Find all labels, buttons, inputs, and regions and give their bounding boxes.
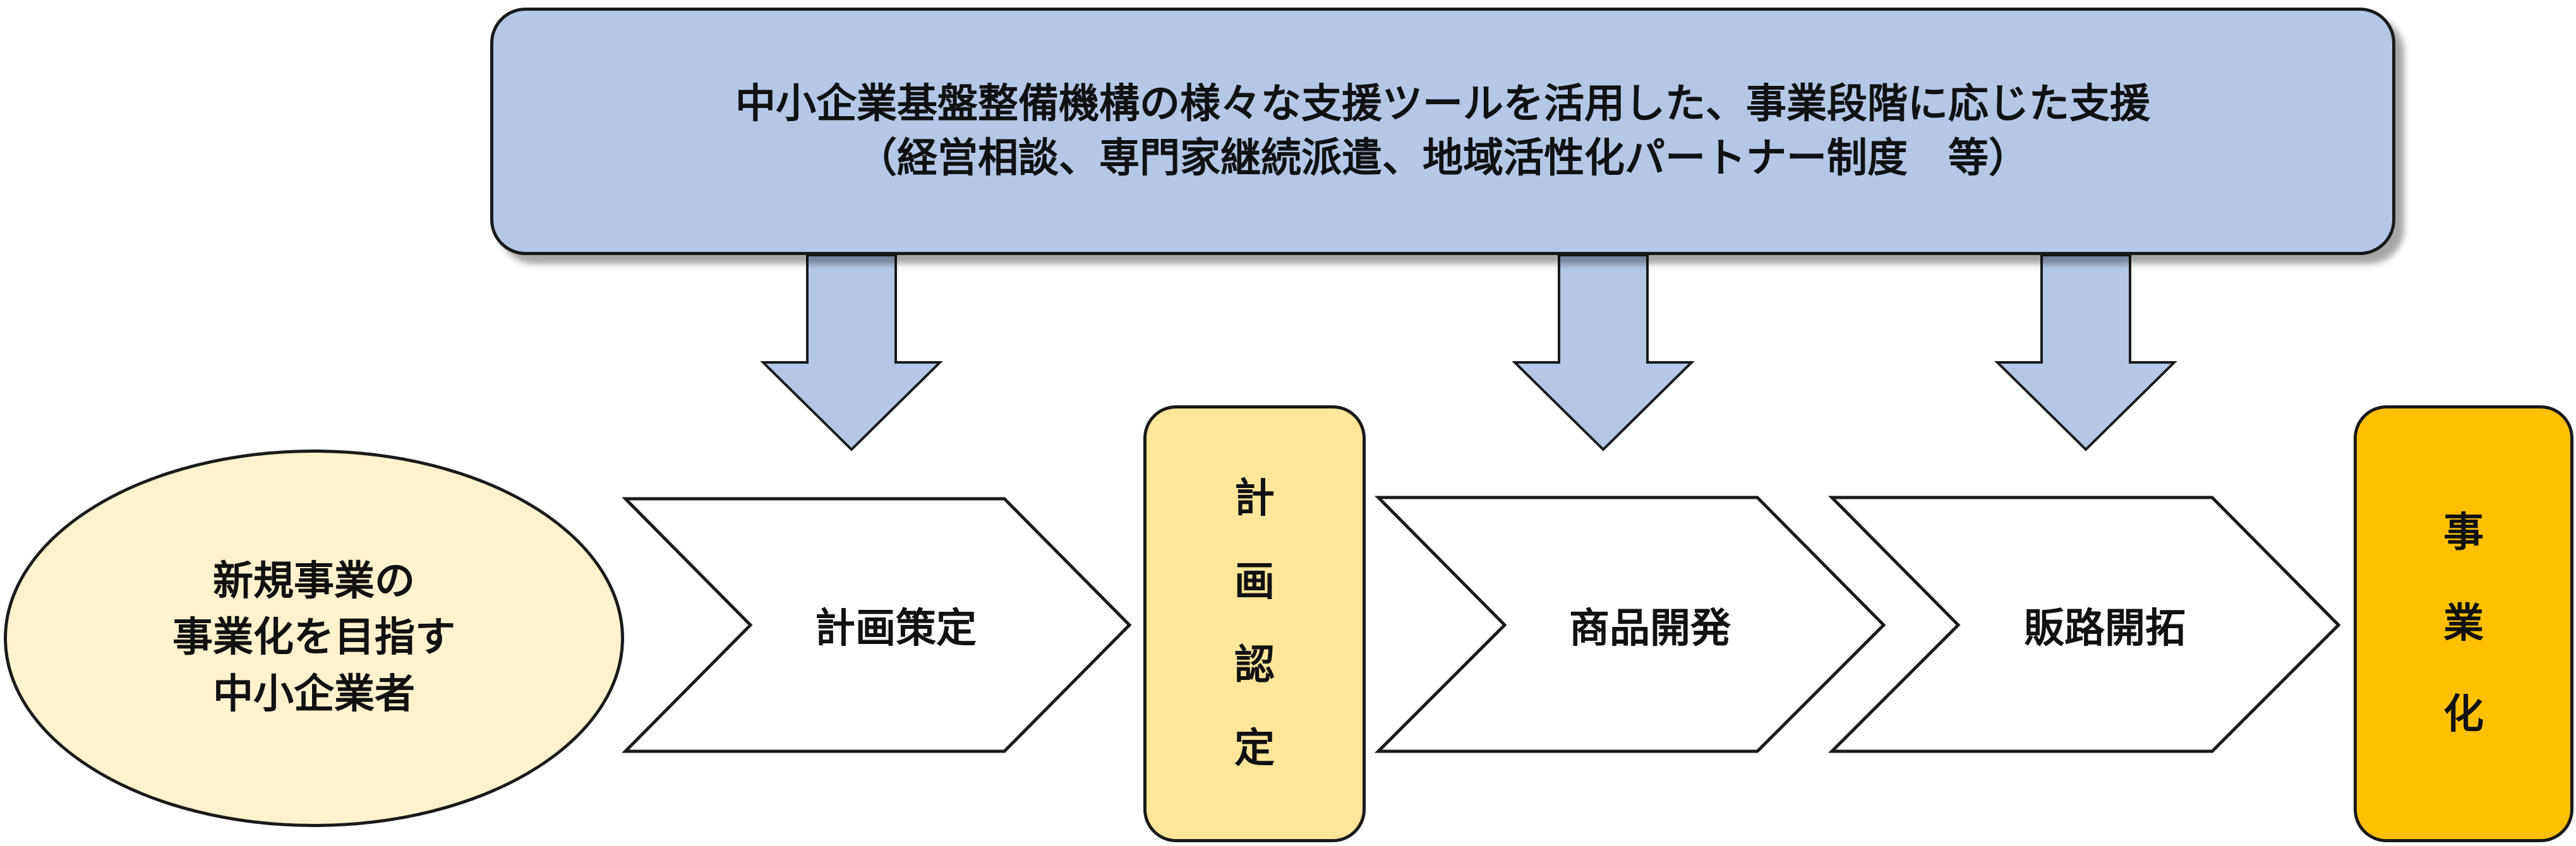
step-label-product: 商品開発 [1569, 605, 1731, 652]
commercialization-box: 事 業 化 [2354, 405, 2573, 842]
certification-char: 認 [1234, 642, 1275, 689]
banner-subtitle: （経営相談、専門家継続派遣、地域活性化パートナー制度 等） [857, 135, 2029, 182]
certification-char: 計 [1234, 475, 1275, 522]
start-line-3: 中小企業者 [213, 670, 415, 718]
start-line-1: 新規事業の [213, 557, 415, 605]
support-banner: 中小企業基盤整備機構の様々な支援ツールを活用した、事業段階に応じた支援 （経営相… [490, 8, 2395, 255]
result-char: 事 [2443, 509, 2484, 556]
result-char: 業 [2443, 600, 2484, 647]
start-line-2: 事業化を目指す [172, 614, 455, 662]
step-chevron-plan [622, 497, 1132, 753]
certification-char: 定 [1234, 725, 1275, 772]
result-char: 化 [2443, 691, 2484, 738]
banner-title: 中小企業基盤整備機構の様々な支援ツールを活用した、事業段階に応じた支援 [735, 80, 2150, 128]
certification-box: 計 画 認 定 [1143, 405, 1366, 842]
step-label-plan: 計画策定 [815, 605, 977, 652]
step-chevron-sales [1827, 496, 2341, 753]
step-chevron-product [1374, 496, 1886, 753]
down-arrow-to-sales [1994, 254, 2177, 451]
start-oval: 新規事業の 事業化を目指す 中小企業者 [4, 450, 624, 827]
down-arrow-to-plan [760, 254, 943, 451]
step-label-sales: 販路開拓 [2024, 605, 2186, 652]
certification-char: 画 [1234, 559, 1275, 605]
down-arrow-to-product [1512, 254, 1695, 451]
